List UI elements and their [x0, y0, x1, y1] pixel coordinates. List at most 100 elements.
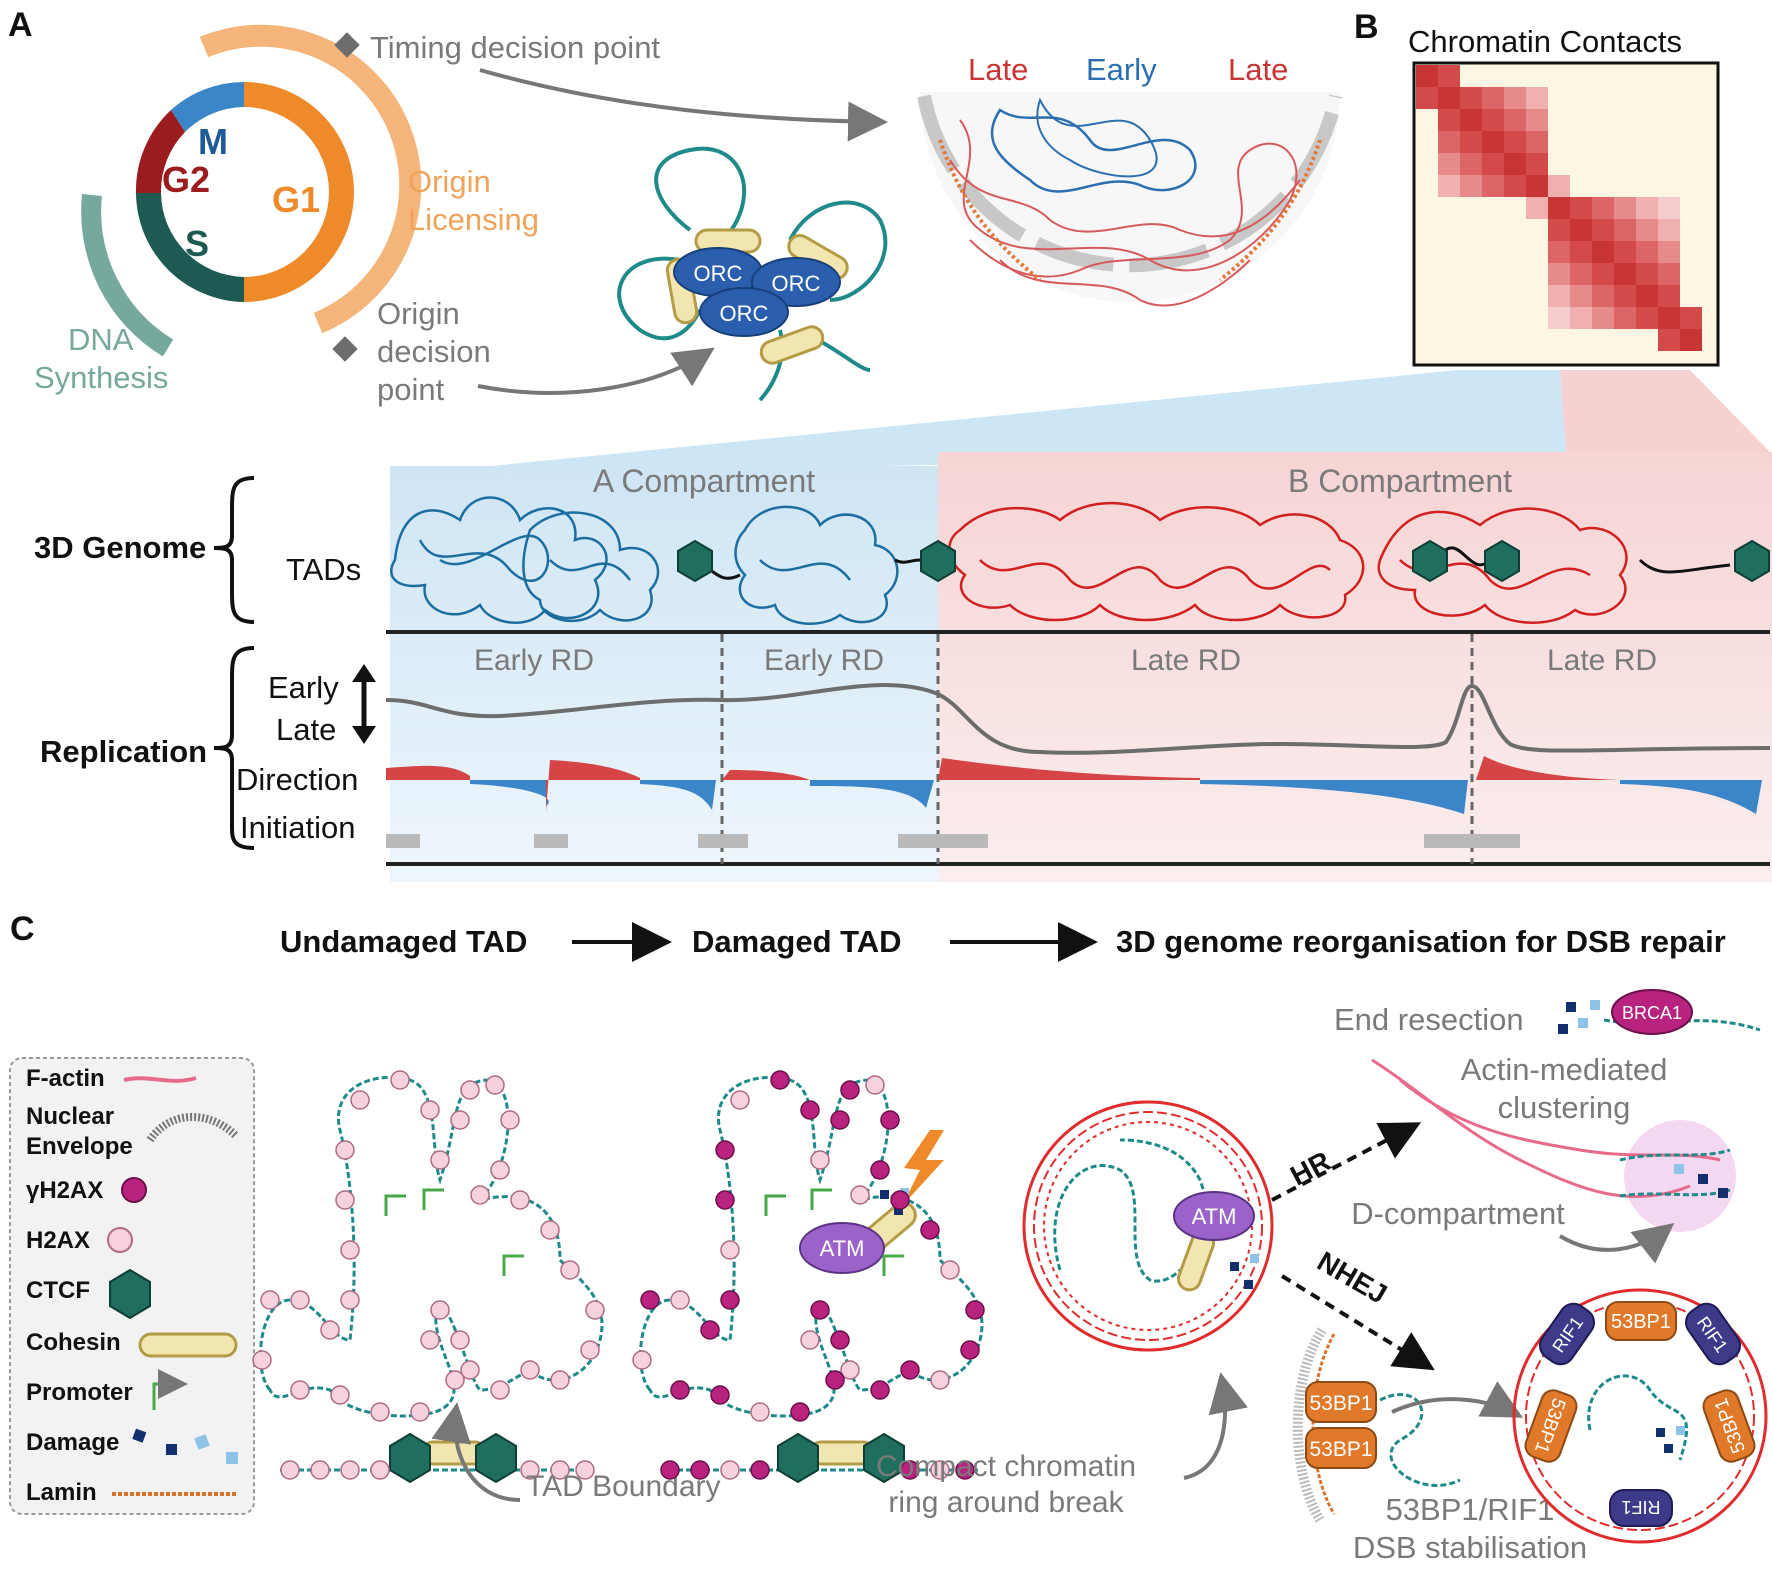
matrix-cell [1570, 219, 1592, 241]
h2ax-bead [460, 1080, 480, 1100]
matrix-cell [1614, 307, 1636, 329]
legend-nuclear-envelope-2: Envelope [26, 1133, 133, 1160]
matrix-cell [1548, 307, 1570, 329]
genome-brace [213, 476, 255, 624]
nuclear-envelope [1292, 1327, 1327, 1523]
matrix-cell [1592, 219, 1614, 241]
promoter-arrow [764, 1194, 786, 1216]
dna-fiber [1587, 1374, 1689, 1461]
h2ax-bead [430, 1300, 450, 1320]
matrix-cell [1548, 219, 1570, 241]
tad-linker [894, 558, 921, 564]
h2ax-bead [840, 1360, 860, 1380]
promoter-arrow [384, 1194, 406, 1216]
matrix-cell [1548, 285, 1570, 307]
h2ax-bead [445, 1370, 465, 1390]
origin-decision-label-3: point [377, 372, 445, 407]
lamin-fiber [1311, 1333, 1336, 1515]
legend-lamin: Lamin [26, 1479, 97, 1506]
timing-axis-arrow [352, 664, 376, 744]
tads-label: TADs [286, 552, 361, 587]
h2ax-bead [720, 1240, 740, 1260]
h2ax-bead [450, 1110, 470, 1130]
h2ax-bead [340, 1290, 360, 1310]
dna-fiber [259, 1075, 604, 1418]
h2ax-bead [940, 1260, 960, 1280]
brca1-protein [1611, 989, 1693, 1035]
matrix-cell [1526, 109, 1548, 131]
damage-fragment [1664, 1444, 1673, 1453]
legend-damage: Damage [26, 1429, 119, 1456]
f-actin-symbol [123, 1076, 197, 1083]
matrix-cell [1482, 109, 1504, 131]
matrix-cell [1482, 131, 1504, 153]
atm-label: ATM [820, 1236, 865, 1261]
late-chromatin [949, 159, 1301, 238]
tad-boundary-label: TAD Boundary [526, 1470, 721, 1503]
cohesin-ring [759, 325, 825, 365]
h2ax-bead [485, 1075, 505, 1095]
gh2ax-bead [900, 1360, 920, 1380]
dna-synthesis-label-2: Synthesis [34, 360, 168, 395]
h2ax-bead [420, 1330, 440, 1350]
h2ax-bead [670, 1290, 690, 1310]
initiation-zone [386, 834, 420, 848]
hr-label: HR [1285, 1145, 1335, 1191]
gh2ax-bead [690, 1460, 710, 1480]
domain-label-2: Early RD [764, 644, 884, 677]
gh2ax-bead [810, 1300, 830, 1320]
actin-clustering-label-1: Actin-mediated [1461, 1052, 1668, 1087]
phase-g2-label: G2 [162, 159, 210, 200]
damage-symbol [166, 1444, 177, 1455]
damage-fragment [1698, 1174, 1708, 1184]
dna-synthesis-arc [81, 193, 174, 357]
legend-h2ax: H2AX [26, 1227, 90, 1254]
h2ax-bead [320, 1320, 340, 1340]
rif1-protein [1538, 1302, 1596, 1366]
bp53-label: 53BP1 [1309, 1438, 1372, 1461]
h2ax-bead [290, 1380, 310, 1400]
orc-label: ORC [720, 301, 769, 326]
compact-ring: ATM [1022, 1100, 1274, 1352]
matrix-cell [1526, 153, 1548, 175]
initiation-zone [698, 834, 748, 848]
damage-fragment [1718, 1188, 1728, 1198]
h2ax-bead [280, 1460, 300, 1480]
h2ax-bead [260, 1290, 280, 1310]
stabilisation-label-1: 53BP1/RIF1 [1386, 1492, 1555, 1527]
h2ax-bead [585, 1300, 605, 1320]
timing-arrow [479, 68, 888, 142]
chromatin-ring [1022, 1100, 1274, 1352]
compact-ring-label-2: ring around break [888, 1486, 1124, 1519]
orc-protein [699, 287, 789, 337]
matrix-cell [1636, 219, 1658, 241]
bp53-protein [1524, 1389, 1578, 1463]
damage-symbol [226, 1452, 238, 1464]
d-compartment-arrow [1558, 1223, 1675, 1264]
b-compartment-region [938, 452, 1772, 882]
gh2ax-bead [790, 1402, 810, 1422]
matrix-cell [1570, 285, 1592, 307]
rif1-protein [1609, 1489, 1673, 1527]
direction-leftward [1200, 780, 1468, 814]
h2ax-bead [865, 1075, 885, 1095]
replication-label: Replication [40, 734, 207, 769]
gh2ax-bead [960, 1340, 980, 1360]
replication-timing-curve [385, 683, 1771, 755]
h2ax-bead [632, 1350, 652, 1370]
matrix-cell [1438, 153, 1460, 175]
gh2ax-bead [640, 1290, 660, 1310]
gh2ax-bead [800, 1100, 820, 1120]
initiation-zone [1424, 834, 1520, 848]
dna-fiber [1379, 1393, 1461, 1487]
matrix-cell [1636, 285, 1658, 307]
late-axis-label: Late [276, 712, 336, 747]
matrix-cell [1504, 109, 1526, 131]
ctcf-hexagon [920, 539, 956, 583]
origin-licensing-arc [199, 24, 422, 334]
matrix-cell [1526, 175, 1548, 197]
hr-arrow [1271, 1122, 1422, 1202]
h2ax-bead [540, 1220, 560, 1240]
promoter-arrow [502, 1254, 524, 1276]
h2ax-bead [510, 1190, 530, 1210]
